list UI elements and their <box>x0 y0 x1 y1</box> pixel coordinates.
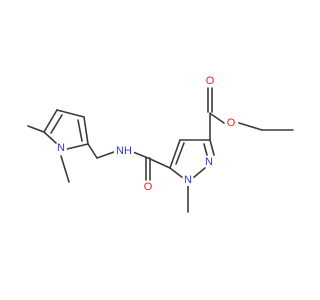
bond-pyrrole-c5-n <box>43 131 57 144</box>
bond-pyrrole-c2-c3-b <box>77 119 83 142</box>
bond-ring-n2-n1 <box>192 167 206 179</box>
atom-n-pyrazole-2: N <box>203 156 215 168</box>
atom-n-amide: NH <box>114 144 134 158</box>
atom-n-pyrrole-label: N <box>57 142 65 154</box>
atom-n-amide-label: NH <box>116 145 132 157</box>
atom-n-pyrazole-1-label: N <box>184 174 192 186</box>
bond-ring-c3-n2-b <box>203 143 208 156</box>
bond-layer <box>27 87 294 213</box>
atom-n-pyrrole: N <box>55 142 67 154</box>
bond-ch2-pyrrole <box>87 143 98 159</box>
bond-pyrrole-c3-c4 <box>56 109 85 118</box>
bond-n-ch2 <box>96 151 115 159</box>
bond-c5-amide-c <box>147 157 171 169</box>
bond-ring-c3-n2-a <box>209 139 215 156</box>
bond-pyrrole-n-c2 <box>66 143 89 150</box>
atom-o-carbonyl-ester-label: O <box>206 75 215 87</box>
bond-pyrrole-c2-c3-a <box>83 116 89 145</box>
bond-pyrrole-n-methyl <box>60 155 70 183</box>
bond-ester-o-c <box>210 113 225 124</box>
bond-pyrrole-c4-c5-a <box>43 109 58 133</box>
bond-ring-n1-c5 <box>169 167 184 179</box>
molecule-structure-diagram: O O N N NH N O <box>27 75 294 213</box>
bond-ring-c5-c4-a <box>169 139 181 169</box>
atom-layer: O O N N NH N O <box>55 75 237 193</box>
atom-o-ester-label: O <box>227 117 236 129</box>
atom-o-amide: O <box>142 181 154 193</box>
atom-n-pyrazole-1: N <box>182 174 194 186</box>
atom-o-ester: O <box>225 117 237 129</box>
bond-pyrrole-c5-methyl <box>27 125 45 133</box>
atom-o-carbonyl-ester: O <box>204 75 216 87</box>
atom-o-amide-label: O <box>144 181 153 193</box>
bond-ethyl-ch2 <box>238 122 263 131</box>
bond-amide-c-n <box>132 151 149 159</box>
atom-n-pyrazole-2-label: N <box>205 156 213 168</box>
bond-pyrrole-c4-c5-b <box>50 114 63 134</box>
bond-ring-c5-c4-b <box>175 142 185 165</box>
